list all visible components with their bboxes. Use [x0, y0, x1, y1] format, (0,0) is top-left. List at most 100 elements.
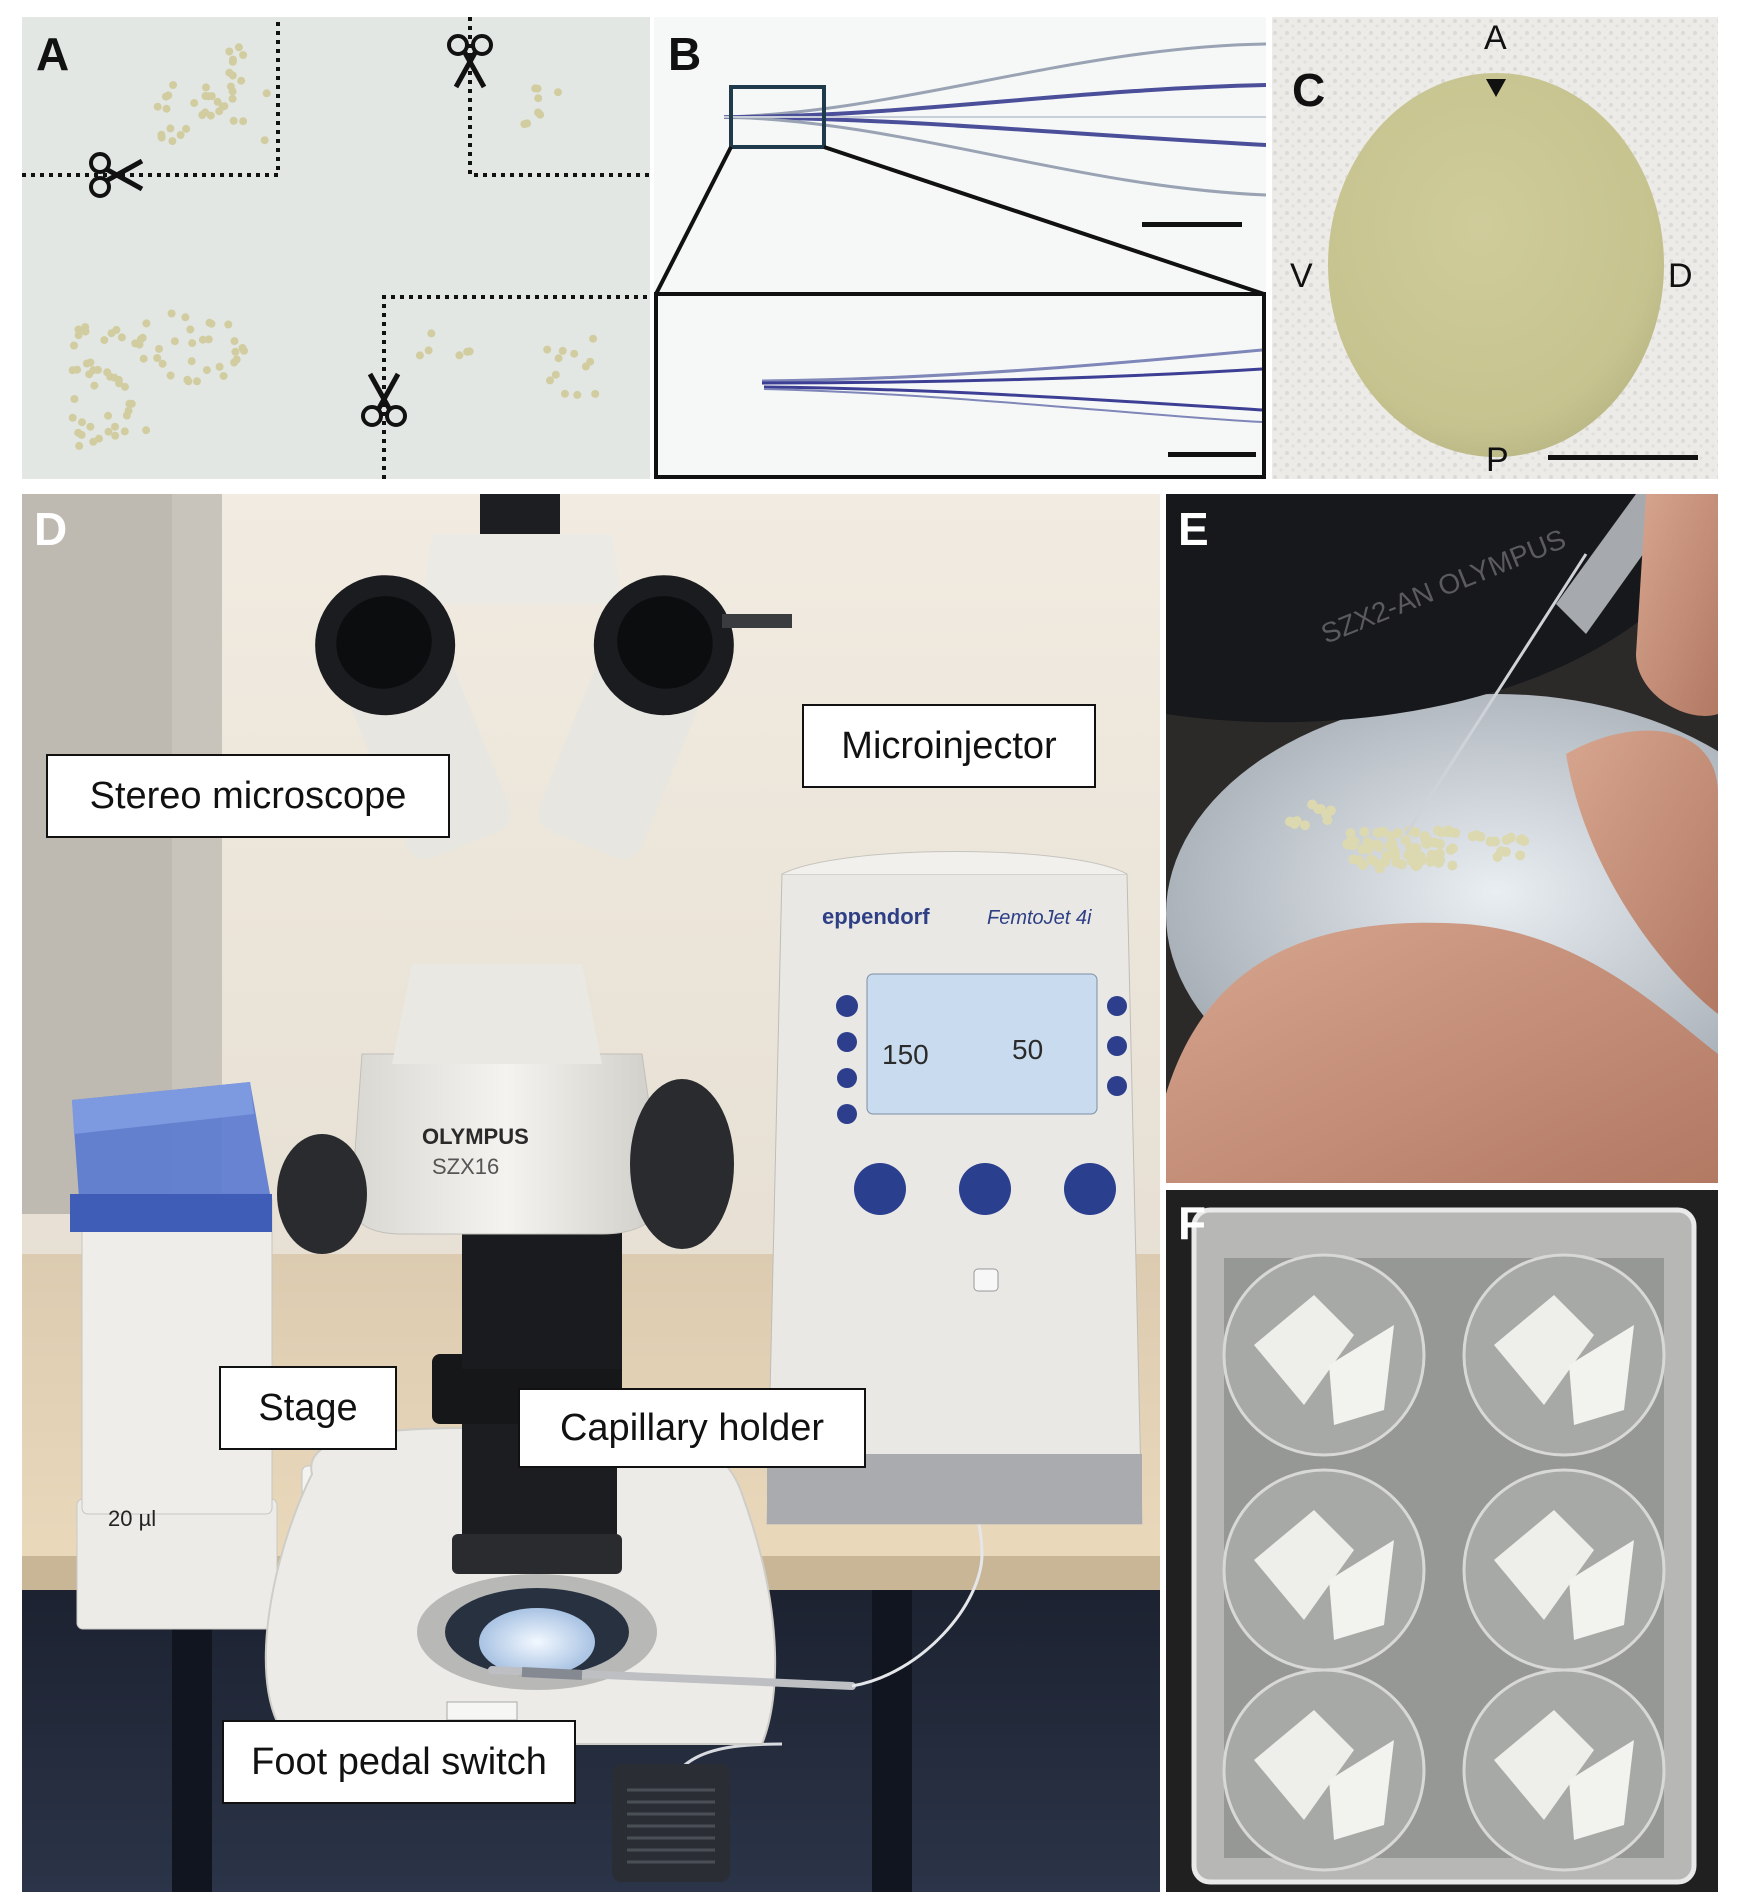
- egg: [78, 418, 86, 427]
- egg: [1285, 816, 1295, 827]
- egg: [234, 43, 243, 52]
- egg: [260, 136, 269, 145]
- filter-paper-piece: [1569, 1540, 1634, 1640]
- capillary-needle: [723, 42, 1266, 197]
- petri-dishes: [1222, 1253, 1666, 1872]
- egg: [125, 399, 134, 408]
- axis-ventral: V: [1290, 257, 1313, 295]
- egg: [1434, 848, 1445, 859]
- egg: [1372, 827, 1383, 838]
- axis-anterior: A: [1484, 19, 1507, 57]
- egg: [228, 94, 237, 103]
- filter-paper-piece: [1569, 1740, 1634, 1840]
- egg: [1447, 843, 1458, 854]
- tip-volume-label: 20 µl: [108, 1506, 156, 1531]
- panel-f-photo: [1166, 1190, 1718, 1892]
- egg: [1416, 855, 1427, 866]
- lcd-value-right: 50: [1012, 1034, 1043, 1065]
- egg: [1315, 804, 1326, 815]
- filter-paper-piece: [1254, 1510, 1354, 1620]
- egg: [1410, 827, 1421, 838]
- panel-d: 20 µl OLYMPUS SZX16: [22, 494, 1160, 1892]
- objective-lens: [1166, 494, 1718, 723]
- egg: [1515, 850, 1526, 861]
- egg: [157, 133, 166, 142]
- egg: [586, 357, 595, 366]
- panel-label-b: B: [668, 28, 702, 80]
- egg: [1359, 826, 1370, 837]
- panel-e: SZX2-AN OLYMPUS E: [1166, 494, 1718, 1183]
- egg: [153, 354, 162, 362]
- egg: [103, 368, 112, 377]
- egg: [1300, 820, 1310, 831]
- egg: [142, 426, 151, 435]
- egg: [202, 83, 210, 92]
- egg: [158, 359, 167, 368]
- egg: [554, 88, 562, 97]
- egg: [1345, 828, 1356, 839]
- filter-paper-piece: [1329, 1740, 1394, 1840]
- egg: [1433, 857, 1444, 868]
- panel-a-image: [22, 17, 650, 479]
- panel-c-image: [1272, 17, 1718, 479]
- scale-bar: [1548, 455, 1698, 460]
- filter-paper-piece: [1329, 1540, 1394, 1640]
- egg: [262, 89, 271, 98]
- egg: [176, 131, 185, 139]
- egg: [111, 422, 119, 431]
- panel-b-image: [654, 17, 1266, 479]
- injector-model: FemtoJet 4i: [987, 907, 1092, 929]
- egg: [219, 372, 228, 380]
- egg: [215, 107, 224, 116]
- egg: [213, 97, 222, 106]
- egg: [573, 390, 582, 399]
- egg: [1400, 835, 1411, 846]
- egg: [455, 351, 464, 360]
- egg: [120, 427, 129, 436]
- egg: [1435, 838, 1445, 849]
- callout-microinjector: Microinjector: [802, 704, 1096, 788]
- egg: [1447, 860, 1458, 871]
- egg: [1342, 839, 1353, 850]
- egg: [181, 313, 190, 322]
- panel-f: F: [1166, 1190, 1718, 1892]
- hand: [1166, 922, 1718, 1183]
- egg: [121, 382, 129, 391]
- egg: [1328, 73, 1664, 457]
- egg: [111, 431, 120, 440]
- egg: [533, 84, 542, 93]
- egg: [1372, 839, 1383, 850]
- egg: [591, 389, 600, 398]
- egg: [188, 339, 197, 348]
- egg: [68, 413, 77, 422]
- egg: [546, 376, 554, 385]
- pressure-knob: [1064, 1163, 1116, 1215]
- egg: [186, 325, 195, 334]
- egg: [74, 325, 83, 334]
- egg: [1496, 846, 1507, 857]
- egg: [224, 320, 233, 329]
- egg: [415, 351, 424, 360]
- egg: [167, 309, 176, 318]
- panel-label-d: D: [34, 503, 68, 555]
- egg: [558, 346, 567, 355]
- egg: [570, 349, 579, 358]
- scissors-icon: [89, 152, 144, 198]
- egg: [104, 427, 113, 436]
- egg: [110, 373, 119, 382]
- egg: [124, 406, 133, 415]
- egg: [560, 389, 569, 398]
- egg: [424, 346, 433, 355]
- filter-paper-piece: [1494, 1295, 1594, 1405]
- egg: [220, 102, 229, 111]
- egg: [168, 137, 177, 146]
- microscope-model: SZX16: [432, 1154, 499, 1179]
- panel-label-c: C: [1292, 64, 1326, 116]
- zoom-box: [729, 85, 826, 149]
- injector-brand: eppendorf: [822, 904, 930, 929]
- egg: [1392, 828, 1403, 838]
- egg: [551, 370, 560, 379]
- egg: [465, 347, 474, 356]
- scissors-icon: [447, 34, 493, 89]
- egg: [107, 329, 116, 338]
